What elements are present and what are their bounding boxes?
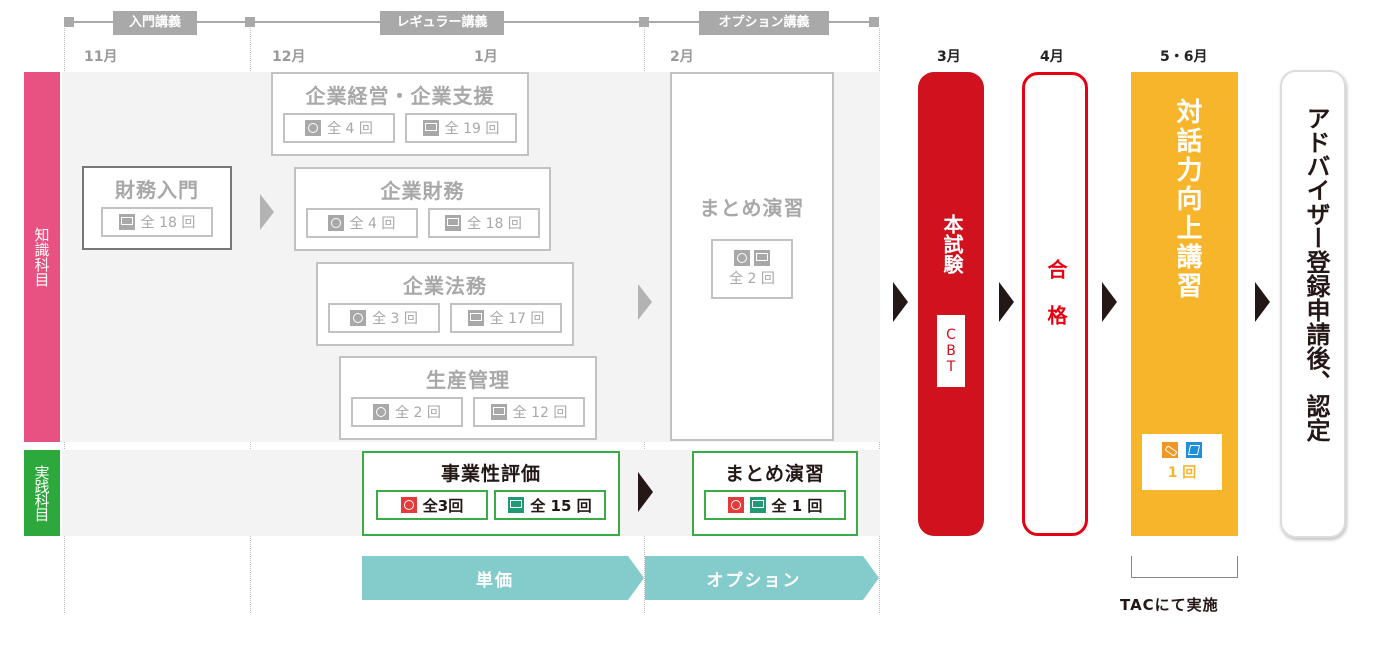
month-label: 3月 xyxy=(937,49,961,65)
session-count: 全 19 回 xyxy=(444,121,500,137)
session-count: 全 4 回 xyxy=(349,216,396,232)
phase-regular: レギュラー講義 xyxy=(380,11,504,35)
arrow-icon xyxy=(638,284,652,320)
phase-intro: 入門講義 xyxy=(113,11,197,35)
course-summary-knowledge[interactable]: まとめ演習 全 2 回 xyxy=(670,72,834,441)
session-count: 全 2 回 xyxy=(395,405,441,421)
web-icon xyxy=(490,404,507,420)
step-pass: 合格 xyxy=(1022,72,1088,536)
session-count: 全 3 回 xyxy=(372,311,418,327)
phase-option: オプション講義 xyxy=(699,11,829,35)
course-production[interactable]: 生産管理 全 2 回 全 12 回 xyxy=(339,356,597,440)
month-label: 11月 xyxy=(84,49,118,65)
session-pill: 全 18 回 xyxy=(101,207,213,237)
row-label-practice: 実践科目 xyxy=(24,450,60,536)
session-count: 1 回 xyxy=(1167,465,1197,481)
session-count: 全 4 回 xyxy=(327,121,373,137)
step-title: 合格 xyxy=(1044,259,1068,351)
session-pill: 全 18 回 xyxy=(427,208,540,238)
cbt-badge: CBT xyxy=(937,315,965,387)
month-label: 4月 xyxy=(1040,49,1064,65)
session-pill: 1 回 xyxy=(1142,434,1222,490)
web-icon xyxy=(754,250,770,266)
dvd-icon xyxy=(327,215,344,231)
pen-icon xyxy=(1162,442,1178,458)
timeline-node xyxy=(639,17,649,27)
timeline-node xyxy=(869,17,879,27)
session-pill: 全 12 回 xyxy=(473,397,585,427)
dvd-icon xyxy=(305,120,322,136)
session-count: 全 18 回 xyxy=(140,215,196,231)
course-title: 企業経営・企業支援 xyxy=(305,84,495,108)
timeline-node xyxy=(245,17,255,27)
session-pill: 全 15 回 xyxy=(494,490,606,520)
dvd-icon xyxy=(373,404,390,420)
step-title: 対話力向上講習 xyxy=(1172,98,1202,301)
session-count: 全3回 xyxy=(422,496,464,515)
step-title: アドバイザー登録申請後、認定 xyxy=(1302,106,1330,442)
session-pill: 全 17 回 xyxy=(450,303,562,333)
course-title: まとめ演習 xyxy=(699,196,805,220)
note-text: TACにて実施 xyxy=(1120,596,1219,614)
session-pill: 全3回 xyxy=(376,490,488,520)
price-option: オプション xyxy=(645,556,879,600)
month-label: 1月 xyxy=(474,49,498,65)
arrow-icon xyxy=(260,194,274,230)
arrow-icon xyxy=(893,282,908,322)
session-pill: 全 4 回 xyxy=(283,113,395,143)
session-count: 全 12 回 xyxy=(512,405,568,421)
timeline-node xyxy=(64,17,74,27)
web-icon xyxy=(508,497,525,513)
course-title: 企業法務 xyxy=(403,274,487,298)
month-label: 12月 xyxy=(272,49,306,65)
session-count: 全 18 回 xyxy=(467,216,522,232)
step-title: 本試験 xyxy=(940,214,964,274)
course-title: まとめ演習 xyxy=(724,463,825,485)
session-pill: 全 4 回 xyxy=(305,208,418,238)
web-icon xyxy=(467,310,484,326)
course-title: 生産管理 xyxy=(426,368,510,392)
course-title: 企業財務 xyxy=(380,179,465,203)
course-corporate-finance[interactable]: 企業財務 全 4 回 全 18 回 xyxy=(294,167,551,251)
month-label: 5・6月 xyxy=(1160,49,1208,65)
session-pill: 全 2 回 xyxy=(711,239,793,299)
arrow-icon xyxy=(1255,282,1270,322)
dvd-icon xyxy=(734,250,750,266)
note-bracket xyxy=(1131,556,1238,578)
course-finance-intro[interactable]: 財務入門 全 18 回 xyxy=(82,166,232,250)
web-icon xyxy=(422,120,439,136)
session-count: 全 1 回 xyxy=(771,496,823,515)
session-count: 全 15 回 xyxy=(530,496,592,515)
arrow-icon xyxy=(638,472,653,512)
dvd-icon xyxy=(727,497,744,513)
step-advisor-certification: アドバイザー登録申請後、認定 xyxy=(1280,70,1346,538)
step-dialogue-training: 対話力向上講習 1 回 xyxy=(1131,72,1238,536)
month-label: 2月 xyxy=(670,49,694,65)
dvd-icon xyxy=(350,310,367,326)
step-main-exam: 本試験 CBT xyxy=(918,72,984,536)
row-label-knowledge: 知識科目 xyxy=(24,72,60,442)
arrow-icon xyxy=(999,282,1014,322)
web-icon xyxy=(118,214,135,230)
session-pill: 全 3 回 xyxy=(328,303,440,333)
course-business-evaluation[interactable]: 事業性評価 全3回 全 15 回 xyxy=(362,451,620,536)
course-summary-practice[interactable]: まとめ演習 全 1 回 xyxy=(692,451,858,536)
arrow-icon xyxy=(1102,282,1117,322)
dvd-icon xyxy=(400,497,417,513)
web-icon xyxy=(749,497,766,513)
web-icon xyxy=(445,215,462,231)
session-pill: 全 2 回 xyxy=(351,397,463,427)
session-pill: 全 19 回 xyxy=(405,113,517,143)
session-pill: 全 1 回 xyxy=(704,490,846,520)
course-title: 財務入門 xyxy=(115,178,199,202)
session-count: 全 2 回 xyxy=(729,271,775,287)
course-title: 事業性評価 xyxy=(440,463,541,485)
price-unit: 単価 xyxy=(362,556,644,600)
course-corporate-law[interactable]: 企業法務 全 3 回 全 17 回 xyxy=(316,262,574,346)
session-count: 全 17 回 xyxy=(489,311,545,327)
course-management[interactable]: 企業経営・企業支援 全 4 回 全 19 回 xyxy=(271,72,529,156)
book-icon xyxy=(1186,442,1202,458)
